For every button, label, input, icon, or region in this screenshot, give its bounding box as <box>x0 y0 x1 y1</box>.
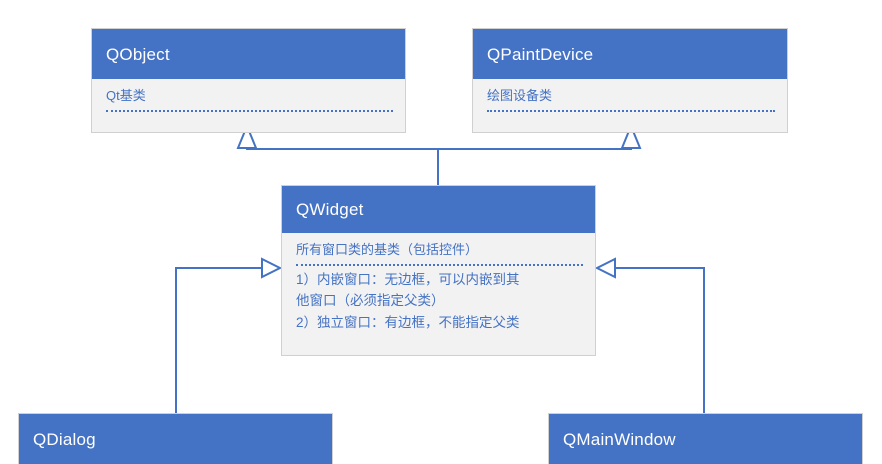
class-summary-qpaintdevice: 绘图设备类 <box>487 88 553 103</box>
class-box-qmainwindow[interactable]: QMainWindow <box>548 413 863 464</box>
class-box-qdialog[interactable]: QDialog <box>18 413 333 464</box>
class-detail-line: 1）内嵌窗口：无边框，可以内嵌到其 <box>296 271 520 287</box>
class-title-qobject: QObject <box>92 29 405 79</box>
class-title-qpaintdevice: QPaintDevice <box>473 29 787 79</box>
class-body-qpaintdevice: 绘图设备类 <box>473 79 787 121</box>
connector-qmainwindow-riser <box>703 267 705 414</box>
class-divider-qpaintdevice <box>487 109 775 112</box>
class-title-qdialog: QDialog <box>19 414 332 464</box>
class-title-qwidget: QWidget <box>282 186 595 233</box>
class-detail-line: 2）独立窗口：有边框，不能指定父类 <box>296 315 520 331</box>
class-summary-qwidget: 所有窗口类的基类（包括控件） <box>296 242 479 257</box>
connector-inheritance-bus <box>246 148 632 150</box>
class-divider-qwidget <box>296 263 583 266</box>
connector-qwidget-trunk <box>437 149 439 187</box>
connector-qpaintdevice-riser <box>630 140 632 150</box>
connector-qmainwindow-run <box>607 267 705 269</box>
class-body-qobject: Qt基类 <box>92 79 405 121</box>
connector-qdialog-run <box>175 267 271 269</box>
class-detail-line: 他窗口（必须指定父类） <box>296 293 445 309</box>
connector-qdialog-riser <box>175 267 177 414</box>
class-box-qobject[interactable]: QObject Qt基类 <box>91 28 406 133</box>
class-details-qwidget: 1）内嵌窗口：无边框，可以内嵌到其 他窗口（必须指定父类） 2）独立窗口：有边框… <box>296 269 583 335</box>
class-title-qmainwindow: QMainWindow <box>549 414 862 464</box>
class-box-qpaintdevice[interactable]: QPaintDevice 绘图设备类 <box>472 28 788 133</box>
class-body-qwidget: 所有窗口类的基类（包括控件） 1）内嵌窗口：无边框，可以内嵌到其 他窗口（必须指… <box>282 233 595 341</box>
class-box-qwidget[interactable]: QWidget 所有窗口类的基类（包括控件） 1）内嵌窗口：无边框，可以内嵌到其… <box>281 185 596 356</box>
class-summary-qobject: Qt基类 <box>106 88 146 103</box>
connector-qobject-riser <box>246 140 248 150</box>
class-divider-qobject <box>106 109 393 112</box>
